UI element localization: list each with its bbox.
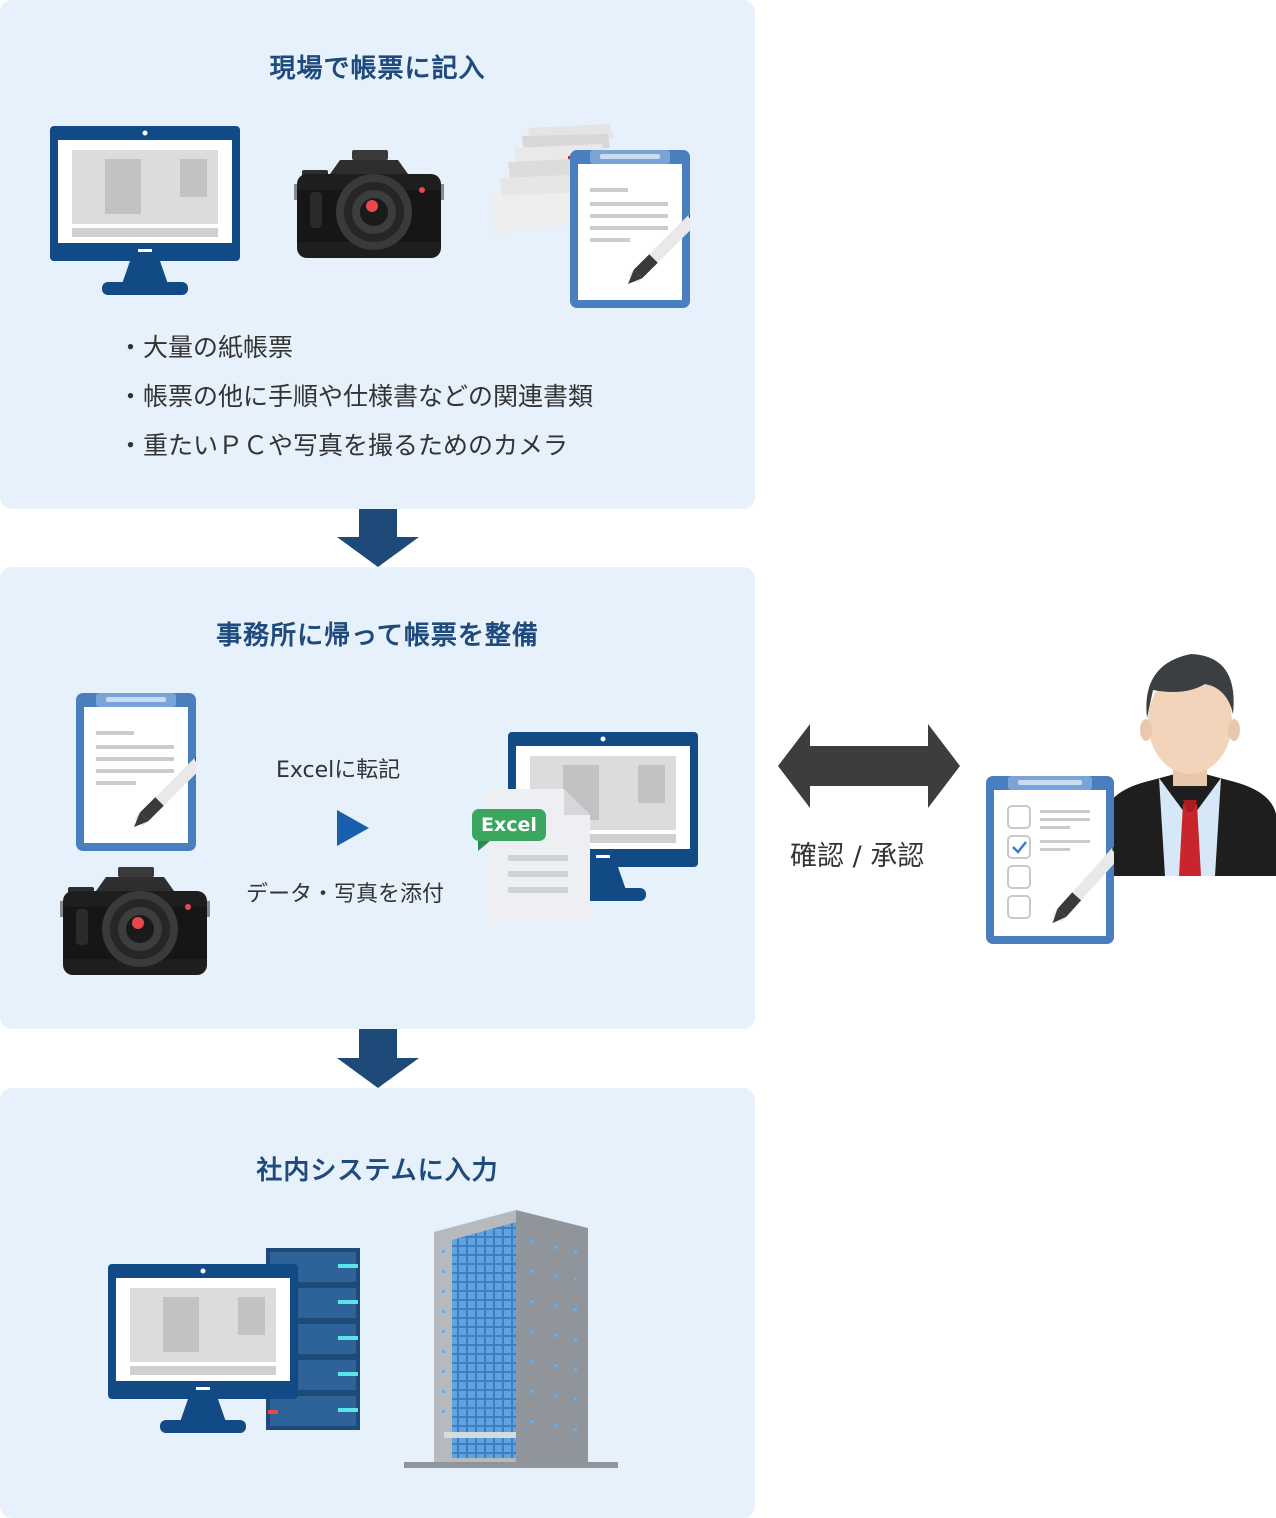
problem-list: ・大量の紙帳票 ・帳票の他に手順や仕様書などの関連書類 ・重たいＰＣや写真を撮る… [118,330,593,477]
step3-title: 社内システムに入力 [256,1156,499,1186]
clipboard-icon [76,693,196,851]
excel-document-icon [472,789,590,923]
manager-avatar-icon [1105,654,1276,876]
double-arrow-icon [778,724,960,808]
step1-title: 現場で帳票に記入 [269,54,486,84]
clipboard-icon [570,150,690,308]
list-item: ・重たいＰＣや写真を撮るためのカメラ [118,431,569,460]
step2-title: 事務所に帰って帳票を整備 [216,621,539,651]
camera-icon [60,867,210,977]
list-item: ・大量の紙帳票 [118,333,294,362]
play-arrow-icon [337,810,369,846]
office-building-icon [404,1210,618,1468]
camera-icon [294,150,444,260]
approval-label: 確認 / 承認 [790,841,925,872]
attach-label: データ・写真を添付 [246,882,445,907]
step1-panel: 現場で帳票に記入 ・大量の紙帳票 ・帳票の他に手順や仕様書などの関連書類 ・重た… [0,0,755,509]
excel-badge: Excel [481,814,537,836]
list-item: ・帳票の他に手順や仕様書などの関連書類 [118,382,594,411]
monitor-icon [50,126,240,296]
monitor-icon [108,1264,298,1434]
flow-arrow-down-icon [337,509,419,567]
step2-panel: 事務所に帰って帳票を整備 Excelに転記 データ・写真を添付 Excel [0,567,755,1029]
step3-panel: 社内システムに入力 [0,1088,755,1518]
flow-arrow-down-icon [337,1029,419,1088]
transcribe-label: Excelに転記 [276,758,401,783]
checklist-clipboard-icon [986,776,1114,944]
